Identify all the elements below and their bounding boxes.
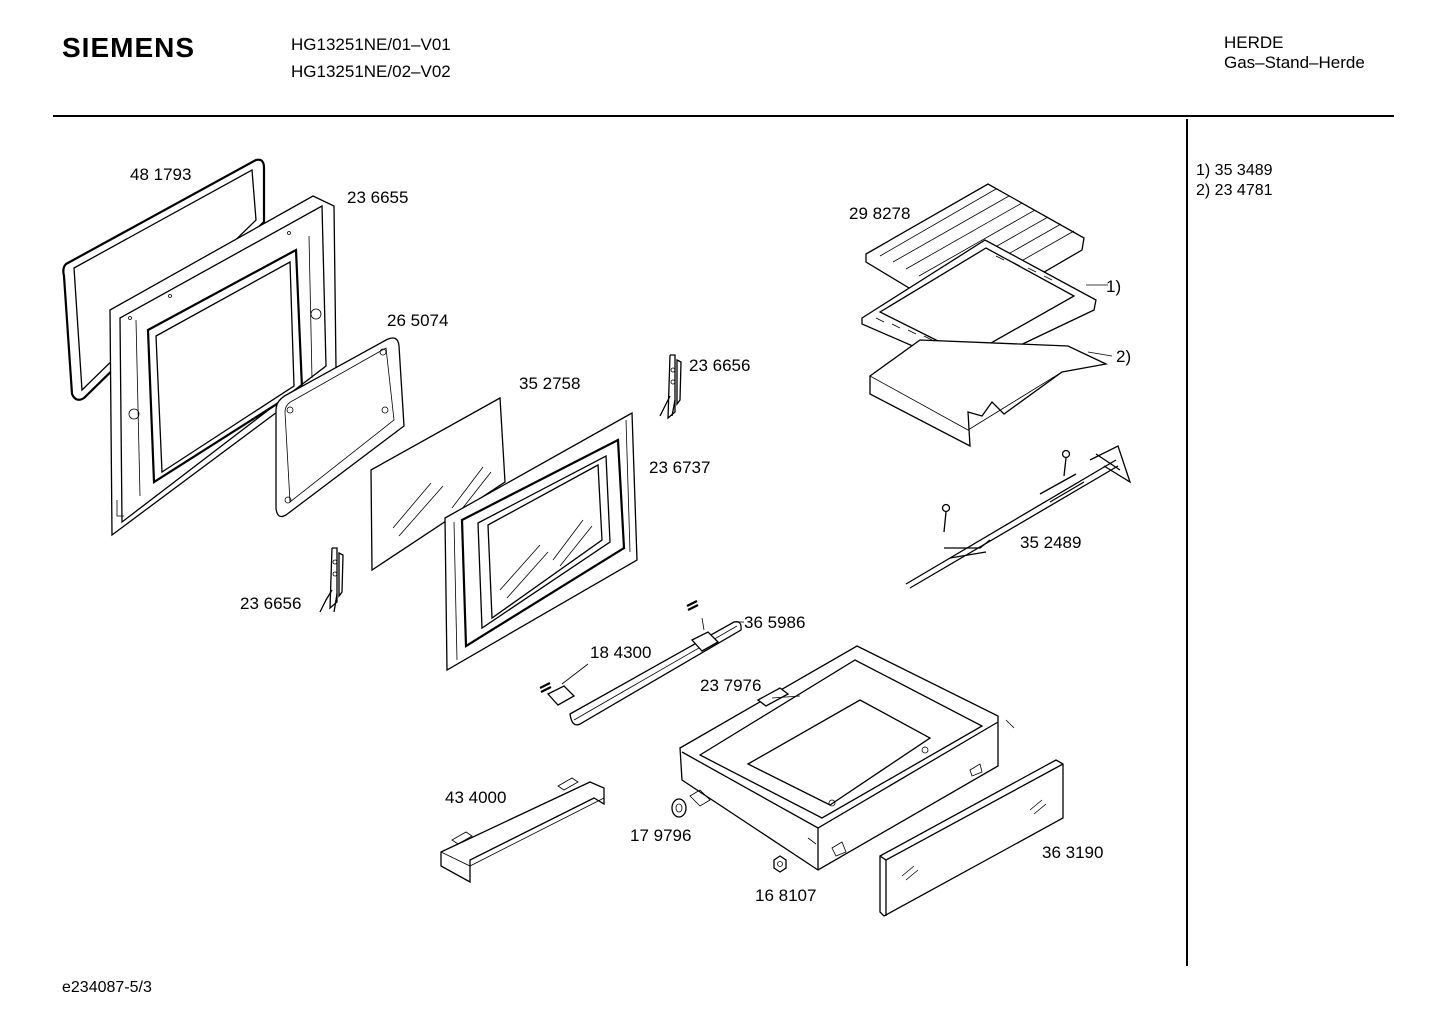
part-label-236737: 23 6737 — [649, 458, 710, 477]
part-label-298278: 29 8278 — [849, 204, 910, 223]
document-code: e234087-5/3 — [62, 979, 152, 996]
outer-glass-drawing — [370, 396, 506, 572]
inner-glass-pane-drawing — [275, 337, 405, 518]
model-number-2: HG13251NE/02–V02 — [291, 62, 451, 81]
part-label-236656-upper: 23 6656 — [689, 356, 750, 375]
part-label-236656-lower: 23 6656 — [240, 594, 301, 613]
door-frame-drawing — [444, 411, 638, 672]
rotisserie-spit-drawing — [905, 445, 1132, 589]
category-title: HERDE — [1224, 33, 1284, 52]
roller-drawing — [671, 798, 687, 818]
part-label-363190: 36 3190 — [1042, 843, 1103, 862]
part-label-365986: 36 5986 — [744, 613, 805, 632]
note-2: 2) 23 4781 — [1196, 182, 1273, 199]
part-label-ref-1: 1) — [1106, 277, 1121, 296]
bracket-drawing — [440, 777, 605, 884]
part-label-ref-2: 2) — [1116, 347, 1131, 366]
category-subtitle: Gas–Stand–Herde — [1224, 53, 1365, 72]
brand-logo: SIEMENS — [62, 32, 196, 63]
nut-drawing — [773, 855, 787, 873]
part-label-168107: 16 8107 — [755, 886, 816, 905]
part-label-352758: 35 2758 — [519, 374, 580, 393]
model-number-1: HG13251NE/01–V01 — [291, 35, 451, 54]
leader-lines — [733, 284, 1113, 699]
part-label-179796: 17 9796 — [630, 826, 691, 845]
part-label-434000: 43 4000 — [445, 788, 506, 807]
part-label-352489: 35 2489 — [1020, 533, 1081, 552]
hinge-upper-drawing — [659, 354, 682, 420]
drawer-front-panel-drawing — [879, 759, 1064, 917]
note-1: 1) 35 3489 — [1196, 162, 1273, 179]
grill-pan-drawing — [869, 339, 1109, 448]
part-label-265074: 26 5074 — [387, 311, 448, 330]
part-label-237976: 23 7976 — [700, 676, 761, 695]
inner-door-panel-drawing — [109, 195, 337, 537]
warming-drawer-drawing — [679, 645, 1015, 871]
door-seal-drawing — [62, 158, 266, 401]
part-label-184300: 18 4300 — [590, 643, 651, 662]
part-label-481793: 48 1793 — [130, 165, 191, 184]
part-label-236655: 23 6655 — [347, 188, 408, 207]
header-divider — [53, 115, 1394, 117]
sidebar-divider — [1186, 119, 1188, 966]
hinge-lower-drawing — [319, 547, 344, 613]
door-handle-drawing — [539, 600, 742, 726]
